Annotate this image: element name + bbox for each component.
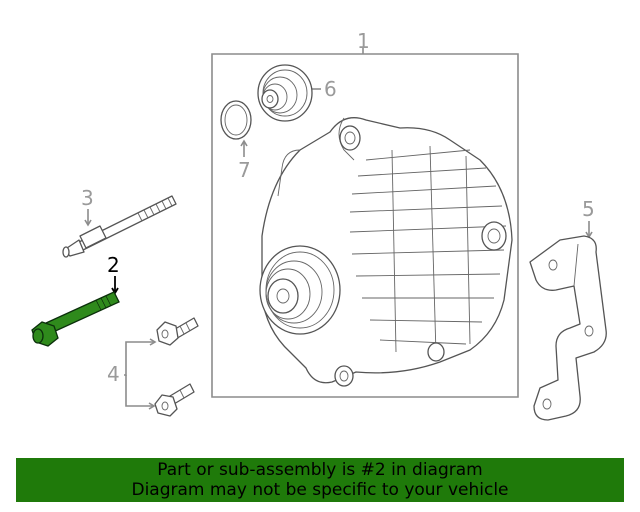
leader-lines xyxy=(84,85,593,410)
callout-3[interactable]: 3 xyxy=(81,186,94,210)
callout-7[interactable]: 7 xyxy=(238,158,251,182)
o-ring-part-7 xyxy=(220,100,252,140)
leader-line-2 xyxy=(111,276,119,295)
callout-1[interactable]: 1 xyxy=(357,29,370,53)
bolt-part-4-upper xyxy=(156,317,199,346)
banner-line-disclaimer: Diagram may not be specific to your vehi… xyxy=(131,480,509,500)
callout-2[interactable]: 2 xyxy=(107,253,120,277)
pulley-part-6 xyxy=(257,64,313,122)
bracket-part-5 xyxy=(529,235,607,421)
info-banner: Part or sub-assembly is #2 in diagram Di… xyxy=(16,458,624,502)
banner-line-part-notice: Part or sub-assembly is #2 in diagram xyxy=(157,460,483,480)
callout-4[interactable]: 4 xyxy=(107,362,120,386)
bolt-part-4-lower xyxy=(154,383,195,417)
alternator-part-1 xyxy=(259,117,513,387)
stud-part-3 xyxy=(62,195,177,258)
alternator-assembly-frame xyxy=(211,53,519,398)
callout-6[interactable]: 6 xyxy=(324,77,337,101)
callout-5[interactable]: 5 xyxy=(582,197,595,221)
bolt-part-2 xyxy=(31,291,120,347)
